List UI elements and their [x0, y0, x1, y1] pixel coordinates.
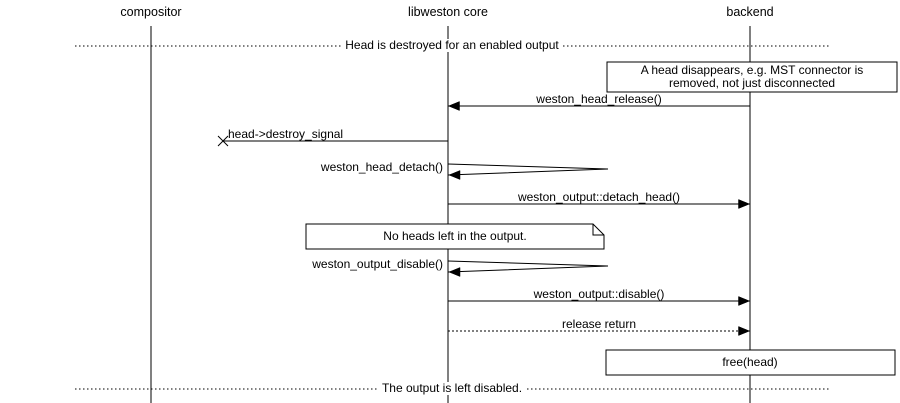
message-label-weston-output-disable-call: weston_output_disable()	[312, 257, 443, 271]
participant-header-compositor: compositor	[120, 5, 182, 19]
note-fold-corner-no-heads-note	[592, 224, 604, 236]
arrowhead	[448, 267, 461, 277]
message-label-weston-head-detach: weston_head_detach()	[320, 160, 443, 174]
note-text-mst-connector: A head disappears, e.g. MST connector is…	[641, 64, 864, 90]
note-text-free-head: free(head)	[722, 356, 777, 369]
arrowhead	[738, 296, 751, 306]
note-line: free(head)	[722, 355, 778, 369]
lost-message-x-head-destroy-signal	[217, 135, 229, 147]
arrowhead	[738, 326, 751, 336]
arrowhead	[447, 101, 460, 111]
note-box-free-head-note	[605, 349, 896, 376]
note-line: No heads left in the output.	[383, 229, 527, 243]
message-label-release-return: release return	[561, 317, 637, 331]
message-label-weston-output-disable: weston_output::disable()	[533, 287, 665, 301]
message-label-weston-output-detach-head: weston_output::detach_head()	[517, 190, 681, 204]
note-box-no-heads-note	[305, 223, 605, 250]
note-box-mst-connector-note	[606, 61, 898, 93]
note-line: removed, not just disconnected	[668, 76, 836, 90]
separator-label-head-destroyed: Head is destroyed for an enabled output	[341, 39, 563, 52]
arrowhead	[448, 170, 461, 180]
participant-header-backend: backend	[726, 5, 774, 19]
note-line: A head disappears, e.g. MST connector is	[640, 63, 864, 77]
separator-label-output-disabled: The output is left disabled.	[377, 382, 527, 395]
arrowhead	[738, 199, 751, 209]
message-label-head-destroy-signal: head->destroy_signal	[228, 127, 344, 141]
note-text-no-heads: No heads left in the output.	[383, 230, 526, 243]
message-label-weston-head-release: weston_head_release()	[536, 92, 662, 106]
self-message-loop-weston-head-detach	[447, 163, 609, 176]
participant-header-libweston-core: libweston core	[408, 5, 488, 19]
self-message-loop-weston-output-disable-call	[447, 260, 609, 273]
